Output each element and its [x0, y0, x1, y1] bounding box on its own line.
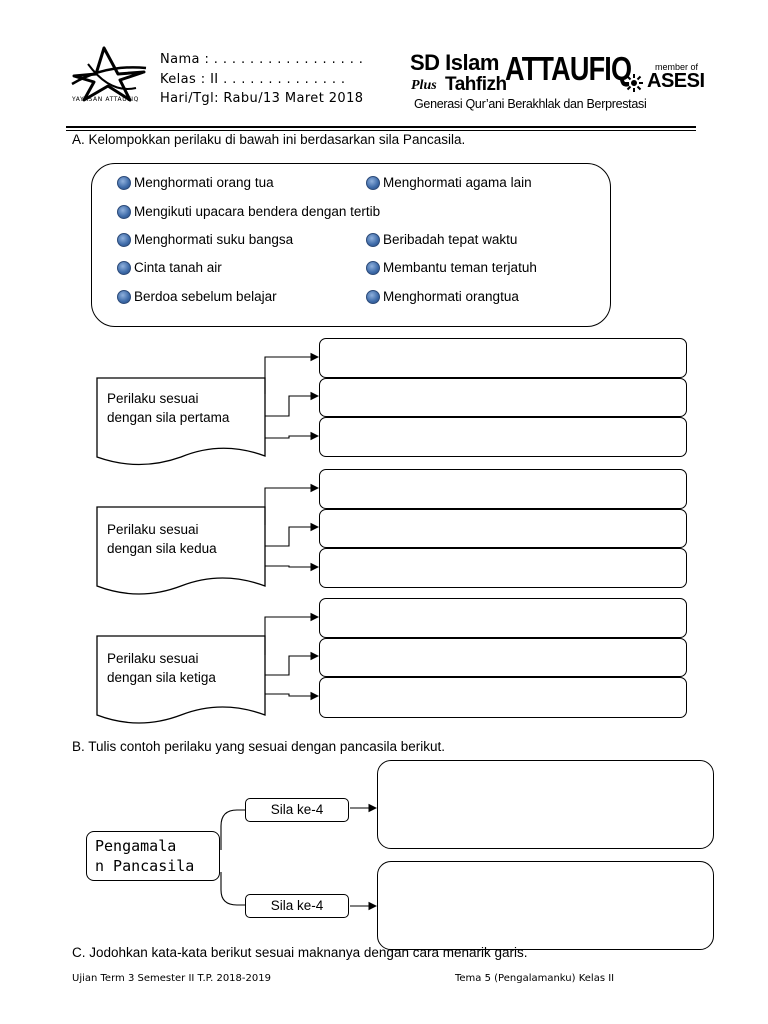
branch-node-bottom-label: Sila ke-4 [270, 898, 324, 913]
answer-box[interactable] [319, 638, 687, 677]
option-item: Berdoa sebelum belajar [117, 289, 277, 304]
footer-left: Ujian Term 3 Semester II T.P. 2018-2019 [72, 973, 271, 984]
option-item: Cinta tanah air [117, 260, 222, 275]
bullet-icon [117, 232, 131, 247]
header-divider [66, 126, 696, 128]
branch-node-top: Sila ke-4 [245, 798, 349, 822]
connector-arrow [264, 483, 320, 525]
group-2-document [96, 506, 266, 595]
bullet-icon [366, 175, 380, 190]
answer-box-large[interactable] [377, 861, 714, 950]
connector-arrow [264, 352, 320, 394]
logo-caption: YAYASAN ATTAUFIQ [72, 96, 139, 103]
bullet-icon [117, 204, 131, 219]
asesi-logo: member of ASESI [625, 62, 705, 98]
group-1-document [96, 377, 266, 466]
school-logo [66, 44, 150, 106]
bullet-icon [366, 232, 380, 247]
connector-arrow [265, 691, 320, 701]
school-title-line1: SD Islam [410, 50, 499, 75]
bullet-icon [117, 260, 131, 275]
center-node-line2: n Pancasila [95, 857, 195, 875]
header-divider-thin [66, 130, 696, 131]
bullet-icon [117, 175, 131, 190]
asesi-wordmark: ASESI [647, 70, 705, 92]
name-field-label: Nama : . . . . . . . . . . . . . . . . . [160, 52, 364, 67]
answer-box-large[interactable] [377, 760, 714, 849]
school-plus: Plus [411, 78, 437, 93]
option-item: Menghormati agama lain [366, 175, 532, 190]
center-node-line1: Pengamala [95, 837, 177, 855]
asesi-emblem-icon [625, 74, 643, 97]
answer-box[interactable] [319, 378, 687, 417]
answer-box[interactable] [319, 469, 687, 509]
options-box [91, 163, 611, 327]
bullet-icon [117, 289, 131, 304]
section-b-instruction: B. Tulis contoh perilaku yang sesuai den… [72, 739, 445, 754]
option-item: Menghormati suku bangsa [117, 232, 293, 247]
answer-box[interactable] [319, 338, 687, 378]
answer-box[interactable] [319, 548, 687, 588]
option-item: Menghormati orang tua [117, 175, 274, 190]
connector-arrow [265, 391, 320, 417]
bullet-icon [366, 260, 380, 275]
section-a-instruction: A. Kelompokkan perilaku di bawah ini ber… [72, 132, 466, 147]
school-name: ATTAUFIQ [505, 50, 632, 87]
answer-box[interactable] [319, 677, 687, 718]
branch-node-bottom: Sila ke-4 [245, 894, 349, 918]
answer-box[interactable] [319, 509, 687, 548]
option-item: Beribadah tepat waktu [366, 232, 517, 247]
connector-arrow [265, 562, 320, 572]
connector-arrow [264, 612, 320, 655]
answer-box[interactable] [319, 417, 687, 457]
member-of-label: member of [655, 62, 699, 72]
school-motto: Generasi Qur’ani Berakhlak dan Berpresta… [414, 97, 647, 111]
connector-arrow [265, 651, 320, 676]
school-tahfizh: Tahfizh [445, 74, 507, 95]
option-item: Mengikuti upacara bendera dengan tertib [117, 204, 380, 219]
class-field-label: Kelas : II . . . . . . . . . . . . . . [160, 72, 346, 87]
center-node: Pengamala n Pancasila [86, 831, 220, 881]
answer-box[interactable] [319, 598, 687, 638]
branch-node-top-label: Sila ke-4 [270, 802, 324, 817]
connector-arrow [265, 522, 320, 547]
group-3-document [96, 635, 266, 724]
section-c-instruction: C. Jodohkan kata-kata berikut sesuai mak… [72, 945, 528, 960]
date-field-label: Hari/Tgl: Rabu/13 Maret 2018 [160, 91, 364, 106]
branch-line-top [220, 809, 245, 850]
branch-line-bottom [220, 872, 245, 906]
bullet-icon [366, 289, 380, 304]
connector-arrow [265, 431, 320, 441]
option-item: Membantu teman terjatuh [366, 260, 537, 275]
footer-right: Tema 5 (Pengalamanku) Kelas II [455, 973, 615, 984]
option-item: Menghormati orangtua [366, 289, 519, 304]
